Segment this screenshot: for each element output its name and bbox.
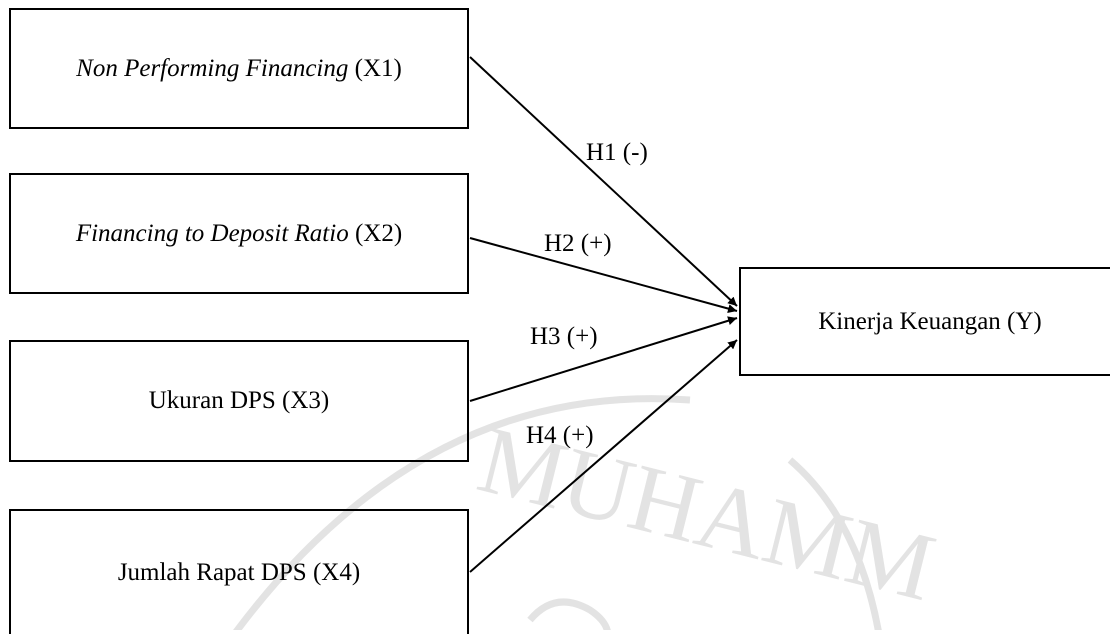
edge-h3-label: H3 (+) — [530, 323, 598, 350]
node-y-label: Kinerja Keuangan (Y) — [818, 307, 1042, 335]
node-x1-label-italic: Non Performing Financing — [76, 54, 349, 82]
node-x4-label: Jumlah Rapat DPS (X4) — [117, 558, 361, 586]
edge-h4-label: H4 (+) — [526, 422, 594, 449]
node-y-box: Kinerja Keuangan (Y) — [739, 267, 1110, 376]
node-x3-box: Ukuran DPS (X3) — [9, 340, 469, 462]
node-x4-box: Jumlah Rapat DPS (X4) — [9, 509, 469, 634]
edge-h2-arrow — [469, 237, 738, 313]
edge-h4-arrow — [469, 339, 738, 573]
edge-h2-label: H2 (+) — [544, 230, 612, 257]
edge-h3-arrow — [469, 316, 738, 402]
edge-h1-label: H1 (-) — [586, 139, 648, 166]
node-x2-label-italic: Financing to Deposit Ratio — [75, 219, 349, 247]
node-x3-label: Ukuran DPS (X3) — [148, 387, 330, 414]
node-x1-box: Non Performing Financing (X1) — [9, 8, 469, 129]
node-x2-label-code: (X2) — [348, 219, 403, 247]
node-x2-box: Financing to Deposit Ratio (X2) — [9, 173, 469, 294]
node-x1-label-code: (X1) — [348, 54, 402, 82]
edge-h1-arrow — [469, 56, 738, 307]
